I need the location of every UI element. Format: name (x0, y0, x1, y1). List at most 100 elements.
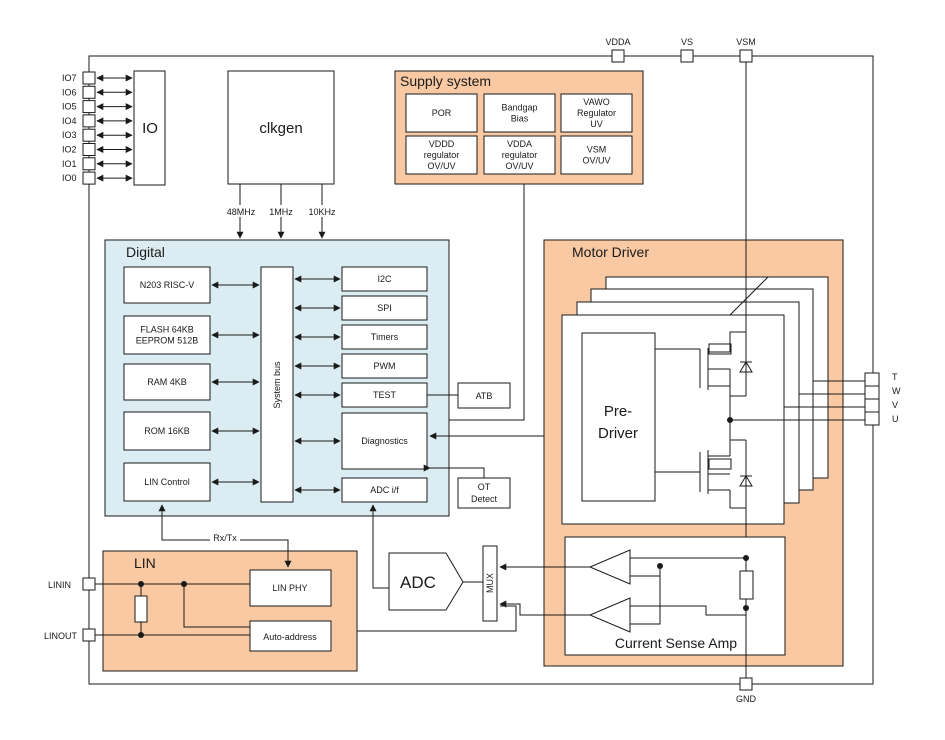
supply-block-line: Bandgap (501, 103, 537, 113)
pin-u (864, 411, 880, 426)
supply-block-line: UV (590, 119, 603, 129)
pin-io3 (82, 128, 96, 142)
pin-label: IO0 (62, 173, 77, 183)
pin-gnd (739, 677, 753, 691)
pin-io6 (82, 85, 96, 99)
low-side-mosfet (655, 420, 753, 558)
pin-io0 (82, 171, 96, 185)
pin-linin (82, 577, 96, 591)
system-bus-label: System bus (272, 361, 282, 409)
digital-left-label: EEPROM 512B (136, 336, 199, 346)
pin-io5 (82, 100, 96, 114)
high-side-mosfet (655, 331, 753, 420)
pin-gnd-label: GND (736, 694, 757, 704)
clkgen-block (227, 70, 335, 185)
pin-io1 (82, 157, 96, 171)
pin-label: IO2 (62, 145, 77, 155)
pin-u-label: U (892, 414, 899, 424)
digital-right-label: SPI (377, 303, 392, 313)
io-block (133, 70, 166, 186)
pin-vs-label: VS (681, 37, 693, 47)
chip-outline (88, 55, 874, 685)
sense-amp-2 (588, 597, 631, 633)
pre-driver-line1: Pre- (604, 403, 632, 420)
pin-w (864, 385, 880, 400)
lin-phy-label: LIN PHY (272, 583, 307, 593)
io-block-label: IO (142, 120, 158, 137)
digital-left-block (123, 411, 211, 451)
atb-label: ATB (476, 391, 493, 401)
lin-termination-resistor (134, 595, 148, 623)
digital-right-label: PWM (374, 361, 396, 371)
pin-vdda (611, 49, 625, 63)
pin-label: IO4 (62, 116, 77, 126)
pin-vdda-label: VDDA (605, 37, 630, 47)
supply-block (560, 135, 633, 175)
digital-right-block (341, 412, 428, 470)
supply-block-line: Regulator (577, 108, 616, 118)
digital-right-block (341, 266, 428, 292)
ot-detect-line1: OT (478, 482, 491, 492)
lin-phy-block (249, 569, 332, 607)
digital-right-label: ADC i/f (370, 485, 399, 495)
digital-left-block (123, 315, 211, 355)
pin-w-label: W (892, 386, 901, 396)
digital-right-block (341, 353, 428, 379)
pin-vsm (739, 49, 753, 63)
adc-block (388, 552, 464, 611)
current-sense-title: Current Sense Amp (615, 635, 737, 651)
pin-v (864, 398, 880, 413)
digital-right-label: Diagnostics (361, 436, 408, 446)
supply-block-line: VSM (587, 145, 607, 155)
shunt-resistor (739, 570, 754, 600)
pin-t (864, 372, 880, 387)
supply-block-line: regulator (502, 150, 538, 160)
digital-right-block (341, 477, 428, 503)
pin-linout-label: LINOUT (44, 631, 78, 641)
pin-label: IO5 (62, 102, 77, 112)
supply-block (483, 135, 556, 175)
mux-label: MUX (485, 573, 495, 593)
supply-block-line: POR (432, 108, 452, 118)
digital-right-block (341, 382, 428, 408)
atb-block (457, 382, 511, 409)
supply-block (405, 135, 478, 175)
supply-block-line: VDDD (429, 139, 455, 149)
motor-driver-title: Motor Driver (572, 244, 649, 260)
digital-left-block (123, 363, 211, 401)
pin-io7 (82, 71, 96, 85)
supply-block-line: OV/UV (427, 161, 455, 171)
pin-linout (82, 628, 96, 642)
pin-label: IO7 (62, 73, 77, 83)
adc-label: ADC (400, 573, 436, 592)
system-bus (260, 266, 294, 503)
digital-left-label: N203 RISC-V (140, 280, 195, 290)
supply-block-line: VAWO (583, 97, 610, 107)
sense-amp-1 (588, 549, 631, 585)
digital-left-block (123, 462, 211, 502)
pin-t-label: T (892, 372, 898, 382)
supply-blocks: PORBandgapBiasVAWORegulatorUVVDDDregulat… (405, 93, 633, 175)
rxtx-label: Rx/Tx (213, 533, 237, 543)
top-pins: VDDA VS VSM (605, 37, 756, 63)
clk-1mhz-label: 1MHz (269, 207, 293, 217)
pin-label: IO3 (62, 130, 77, 140)
digital-left-label: ROM 16KB (144, 426, 190, 436)
digital-right-block (341, 324, 428, 350)
clk-48mhz-label: 48MHz (227, 207, 256, 217)
pin-io2 (82, 143, 96, 156)
supply-block-line: regulator (424, 150, 460, 160)
clkgen-label: clkgen (259, 120, 302, 137)
digital-right-block (341, 295, 428, 321)
digital-left-label: LIN Control (144, 477, 190, 487)
pin-vs (680, 49, 694, 63)
ot-detect-line2: Detect (471, 494, 498, 504)
pin-io4 (82, 114, 96, 128)
supply-block (560, 93, 633, 133)
auto-address-block (249, 620, 332, 652)
pin-v-label: V (892, 400, 898, 410)
supply-block-line: OV/UV (582, 156, 610, 166)
auto-address-label: Auto-address (263, 632, 317, 642)
supply-block-line: Bias (511, 114, 529, 124)
pre-driver-block (581, 332, 656, 502)
